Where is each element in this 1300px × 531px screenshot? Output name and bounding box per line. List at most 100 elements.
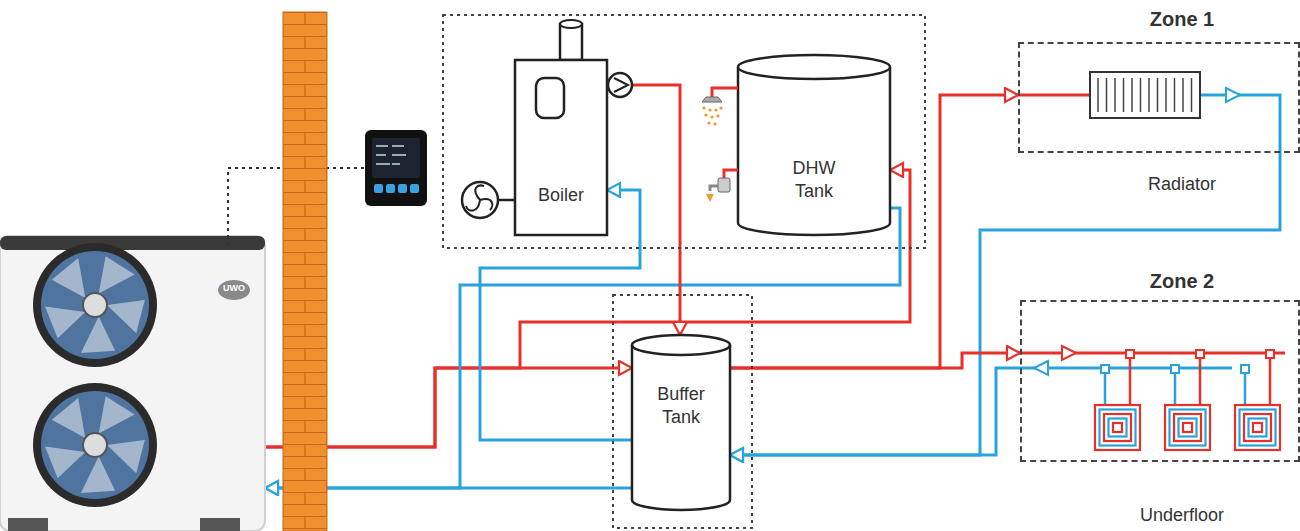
- underfloor-piping: [1062, 346, 1076, 360]
- buffer-tank-shape: [632, 335, 730, 510]
- fan: [52, 398, 85, 438]
- supply-pipe: [607, 85, 680, 335]
- boiler-unit: [536, 78, 564, 118]
- return-pipe: [730, 153, 1280, 455]
- radiator-piping: [1018, 72, 1280, 153]
- node-label: UWO: [214, 283, 254, 294]
- controller-panel: [386, 184, 395, 193]
- fan: [33, 383, 157, 507]
- fan: [99, 396, 135, 433]
- boiler-unit: [560, 24, 582, 60]
- shower-and-tap: [702, 106, 722, 125]
- shower-and-tap: [704, 113, 707, 116]
- radiator-piping: [1018, 94, 1090, 97]
- radiator-piping: [1140, 78, 1142, 112]
- floor-loop: [1183, 423, 1192, 432]
- buffer-tank: Buffer Tank: [632, 335, 730, 510]
- node-label: Boiler: [515, 184, 607, 207]
- controller-panel: [410, 184, 419, 193]
- radiator-piping: [1098, 78, 1192, 112]
- boiler-group-outline: [443, 15, 925, 248]
- shower-and-tap: [710, 186, 718, 191]
- floor-loop: [1170, 410, 1206, 446]
- floor-loop: [1129, 353, 1132, 405]
- fan: [45, 446, 85, 478]
- heat-pump: UWO: [0, 235, 265, 531]
- fan: [83, 433, 107, 457]
- shower-and-tap: [702, 88, 738, 202]
- shower-and-tap: [716, 114, 719, 117]
- circulation-pump: [614, 78, 628, 92]
- buffer-tank-shape: [632, 345, 730, 510]
- underfloor-piping: [1020, 346, 1285, 450]
- fan: [41, 251, 149, 359]
- floor-loop: [1113, 423, 1122, 432]
- underfloor-piping: [1095, 350, 1280, 450]
- floor-loop: [1100, 410, 1136, 446]
- fan: [83, 293, 107, 317]
- boiler-unit: [560, 20, 582, 28]
- buffer-tank-shape: [632, 335, 730, 355]
- radiator-piping: [1114, 78, 1116, 112]
- radiator-piping: [1174, 78, 1176, 112]
- floor-loop: [1179, 419, 1197, 437]
- floor-loop: [1235, 350, 1280, 450]
- node-label: DHW Tank: [784, 157, 844, 202]
- floor-loop: [1235, 405, 1280, 450]
- zone-box: Zone 2Underfloor: [1020, 300, 1300, 462]
- dhw-tank-shape: [738, 55, 890, 235]
- dhw-tank: DHW Tank: [738, 55, 890, 235]
- floor-loop: [1266, 350, 1274, 358]
- radiator-piping: [1191, 78, 1193, 112]
- radiator-piping: [1182, 78, 1184, 112]
- floor-loop: [1249, 419, 1267, 437]
- floor-loop: [1240, 410, 1276, 446]
- boiler-unit: [462, 182, 498, 218]
- fan: [81, 316, 115, 353]
- return-pipe: [730, 368, 1020, 455]
- floor-loop: [1165, 405, 1210, 450]
- radiator-piping: [1157, 78, 1159, 112]
- underfloor-piping: [1034, 361, 1048, 375]
- radiator-piping: [1200, 95, 1280, 153]
- controller-panel: [398, 184, 407, 193]
- floor-loop: [1244, 414, 1271, 441]
- heat-pump-unit: [200, 518, 240, 531]
- shower-and-tap: [707, 121, 710, 124]
- fan: [107, 300, 145, 333]
- boiler-unit: [515, 60, 607, 235]
- radiator-piping: [1165, 78, 1167, 112]
- radiator-piping: [1106, 78, 1108, 112]
- shower-and-tap: [702, 97, 722, 102]
- heat-pump-unit: [8, 518, 48, 531]
- shower-and-tap: [708, 108, 711, 111]
- floor-loop: [1171, 365, 1179, 373]
- floor-loop: [1095, 405, 1140, 450]
- fan: [45, 306, 85, 338]
- floor-loop: [1199, 353, 1202, 405]
- shower-and-tap: [718, 178, 730, 192]
- floor-loop: [1165, 350, 1210, 450]
- heat-pump-unit: [0, 236, 265, 531]
- fan: [41, 391, 149, 499]
- floor-loop: [1126, 350, 1134, 358]
- fan: [52, 258, 85, 298]
- shower-and-tap: [706, 194, 714, 202]
- shower-and-tap: [710, 115, 713, 118]
- fan: [81, 456, 115, 493]
- radiator-piping: [1148, 78, 1150, 112]
- fan: [107, 440, 145, 473]
- floor-loop: [1253, 423, 1262, 432]
- radiator-piping: [1097, 78, 1099, 112]
- radiator-piping: [1226, 88, 1240, 102]
- floor-loop: [1174, 414, 1201, 441]
- zone-box: Zone 1Radiator: [1018, 42, 1300, 153]
- shower-and-tap: [719, 106, 722, 109]
- floor-loop: [1196, 350, 1204, 358]
- shower-and-tap: [702, 106, 705, 109]
- controller-panel: [365, 130, 427, 206]
- floor-loop: [1095, 350, 1140, 450]
- heat-pump-unit: [0, 236, 265, 250]
